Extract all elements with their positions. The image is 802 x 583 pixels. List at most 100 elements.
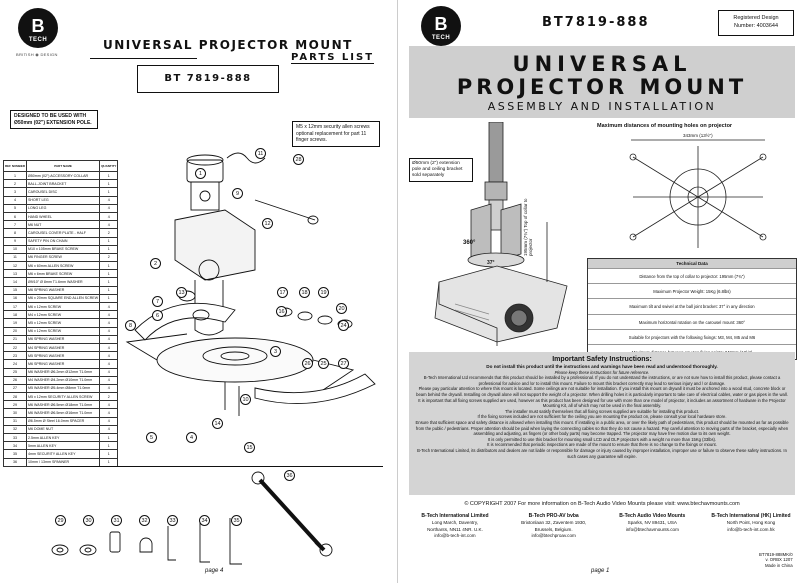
part-name-cell: M6 WASHER Ø6.2mm Ø12mm T1.0mm — [25, 367, 101, 377]
callout-2: 2 — [150, 258, 161, 269]
safety-heading: Important Safety Instructions: — [552, 356, 652, 363]
part-name-cell: M6 WASHER Ø6.5mm Ø18mm T1.0mm — [25, 400, 101, 410]
callout-29: 29 — [55, 515, 66, 526]
office-belgium: B-Tech PRO-AV bvba Brixtonlaan 32, Zaven… — [506, 513, 602, 540]
callout-36: 36 — [284, 470, 295, 481]
doc-code: BT7819-888MK/0 — [759, 552, 793, 557]
part-ref-cell: 34 — [3, 441, 27, 451]
part-name-cell: 2.5mm ALLEN KEY — [25, 432, 101, 443]
brake-screw-drawing — [254, 199, 316, 221]
callout-7: 7 — [152, 296, 163, 307]
brand-line: BRITISH ◉ DESIGN — [16, 52, 58, 57]
part-name-cell: M6 NUT — [25, 220, 101, 230]
header-part-name: PART NAME — [25, 160, 101, 172]
callout-32: 32 — [139, 515, 150, 526]
tech-row: Suitable for projectors with the followi… — [588, 328, 796, 344]
callout-12: 12 — [262, 218, 273, 229]
part-qty-cell: 1 — [99, 449, 119, 459]
part-name-cell: M5 x 12mm SECURITY ALLEN SCREW — [25, 392, 101, 402]
part-ref-cell: 35 — [3, 449, 27, 459]
model-number-box: BT 7819-888 — [137, 65, 279, 93]
part-name-cell: SAFETY PIN ON CHAIN — [25, 236, 101, 246]
exploded-assembly-diagram — [125, 152, 376, 416]
part-ref-cell: 23 — [3, 351, 27, 361]
tech-row: Maximum horizontal rotation on the carou… — [588, 313, 796, 329]
hardware-tools-drawing — [51, 471, 333, 565]
callout-34: 34 — [199, 515, 210, 526]
callout-17: 17 — [277, 287, 288, 298]
part-name-cell: M6 SPRING WASHER — [25, 334, 101, 344]
part-name-cell: M6 x 12mm SCREW — [25, 301, 101, 312]
logo-letter: B — [434, 14, 448, 34]
logo-letter: B — [31, 16, 45, 36]
tools-divider — [40, 466, 383, 467]
part-ref-cell: 18 — [3, 310, 27, 320]
callout-24: 24 — [338, 320, 349, 331]
part-name-cell: Ø6.5mm Ø Steel 16.0mm SPACER — [25, 416, 101, 426]
part-ref-cell: 1 — [3, 170, 27, 181]
registered-design-box: Registered Design Number: 4003644 — [718, 10, 794, 36]
part-name-cell: HAND WHEEL — [25, 211, 101, 222]
office-line: Long March, Daventry, — [431, 519, 479, 525]
part-ref-cell: 7 — [3, 220, 27, 230]
part-name-cell: M5 WASHER Ø5.4mm Ø8mm T1.0mm — [25, 383, 101, 394]
callout-30: 30 — [83, 515, 94, 526]
part-name-cell: M6 x 60mm ALLEN SCREW — [25, 261, 101, 271]
office-usa: B-Tech Audio Video Mounts Sparks, NV 894… — [604, 513, 700, 540]
part-ref-cell: 29 — [3, 400, 27, 410]
part-name-cell: M6 WASHER Ø6.5mm Ø16mm T1.0mm — [25, 408, 101, 418]
office-name: B-Tech International (HK) Limited — [711, 513, 791, 519]
part-ref-cell: 14 — [3, 277, 27, 287]
part-ref-cell: 13 — [3, 269, 27, 279]
callout-25: 25 — [318, 358, 329, 369]
part-name-cell: SHORT LEG — [25, 195, 101, 205]
extension-pole-drawing — [488, 122, 504, 183]
safety-paragraph: B-Tech International Limited, its distri… — [417, 447, 787, 459]
part-ref-cell: 15 — [3, 285, 27, 295]
projector-body-drawing — [434, 265, 568, 343]
max-distance-dimension: 343mm (13½") — [683, 133, 713, 138]
part-ref-cell: 22 — [3, 342, 27, 353]
office-name: B-Tech PRO-AV bvba — [528, 513, 579, 519]
parts-list-page: B TECH BRITISH ◉ DESIGN UNIVERSAL PROJEC… — [0, 0, 398, 583]
callout-16: 16 — [276, 306, 287, 317]
safety-paragraph: The installer must satisfy themselves th… — [504, 408, 700, 414]
part-name-cell: BALL-JOINT BRACKET — [25, 179, 101, 189]
title-line-1: UNIVERSAL — [512, 52, 692, 76]
extension-pole-note: Ø50mm (2") extension pole and ceiling br… — [409, 158, 473, 182]
callout-18: 18 — [299, 287, 310, 298]
part-ref-cell: 4 — [3, 195, 27, 205]
part-ref-cell: 8 — [3, 228, 27, 238]
part-name-cell: Ø50mm (02") ACCESSORY COLLAR — [25, 170, 101, 181]
tilt-label: 37° — [487, 260, 495, 266]
part-name-cell: 4mm SECURITY ALLEN KEY — [25, 449, 101, 459]
callout-5: 5 — [146, 432, 157, 443]
callout-19: 19 — [318, 287, 329, 298]
model-number: BT7819-888 — [542, 15, 650, 30]
part-name-cell: M4 SPRING WASHER — [25, 342, 101, 353]
safety-chain-drawing — [226, 152, 266, 164]
part-name-cell: M6 DOME NUT — [25, 424, 101, 435]
callout-4: 4 — [186, 432, 197, 443]
safety-instructions-box: Important Safety Instructions: Do not in… — [409, 352, 795, 495]
part-qty-cell: 1 — [99, 441, 119, 451]
office-line: Northants, NN11 4NR. U.K. — [427, 526, 483, 532]
rotation-label: 360° — [463, 240, 476, 246]
part-ref-cell: 36 — [3, 457, 27, 467]
office-email: info@btechavmounts.com — [625, 526, 679, 532]
callout-11: 11 — [255, 148, 266, 159]
callout-26: 26 — [302, 358, 313, 369]
callout-9: 9 — [232, 188, 243, 199]
